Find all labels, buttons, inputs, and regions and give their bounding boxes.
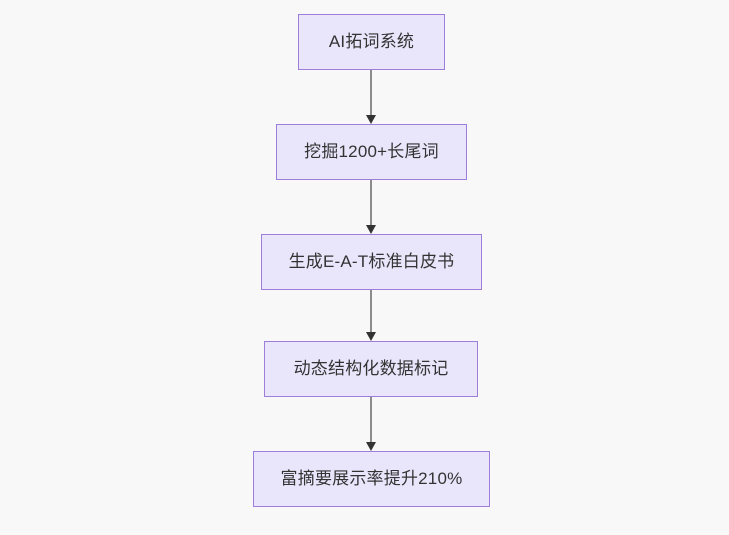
arrowhead-icon bbox=[366, 115, 376, 124]
flow-node-label: 生成E-A-T标准白皮书 bbox=[288, 251, 455, 271]
flow-node-mine-longtail-keywords[interactable]: 挖掘1200+长尾词 bbox=[276, 124, 467, 180]
flow-node-rich-snippet-rate-increase[interactable]: 富摘要展示率提升210% bbox=[253, 451, 490, 507]
edge-line bbox=[370, 290, 372, 332]
flow-node-label: 富摘要展示率提升210% bbox=[280, 468, 463, 488]
edge-line bbox=[370, 397, 372, 442]
flow-node-ai-keyword-system[interactable]: AI拓词系统 bbox=[298, 14, 445, 70]
flow-node-label: 动态结构化数据标记 bbox=[293, 358, 449, 378]
flow-node-dynamic-structured-data-markup[interactable]: 动态结构化数据标记 bbox=[264, 341, 478, 397]
arrowhead-icon bbox=[366, 225, 376, 234]
edge-line bbox=[370, 180, 372, 225]
arrowhead-icon bbox=[366, 332, 376, 341]
flow-node-label: 挖掘1200+长尾词 bbox=[304, 141, 439, 161]
edge-line bbox=[370, 70, 372, 115]
flow-node-label: AI拓词系统 bbox=[328, 31, 415, 51]
arrowhead-icon bbox=[366, 442, 376, 451]
flow-node-generate-eat-whitepaper[interactable]: 生成E-A-T标准白皮书 bbox=[261, 234, 482, 290]
